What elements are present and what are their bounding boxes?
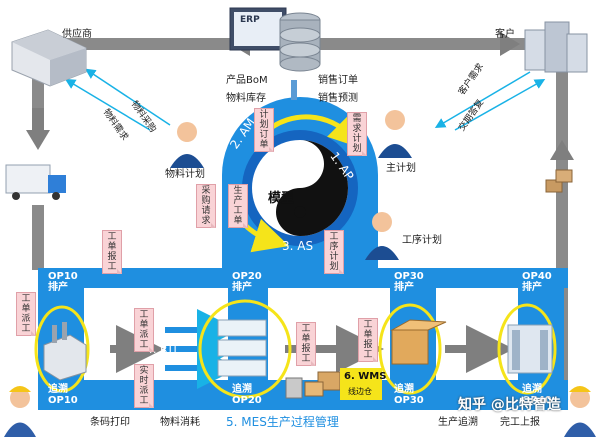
plan-order-note: 计划订单 [254,108,274,152]
delivery-reply-arrow [454,79,546,131]
wms-label: 6. WMS [344,371,387,382]
model-label: 模型 [268,191,295,206]
op10-schedule-label: OP10 排产 [48,271,78,293]
op20-report-note: 工单报工 [296,322,316,366]
process-plan-note: 工序计划 [324,230,344,274]
customer-buildings-icon [524,21,588,73]
barcode-print-label: 条码打印 [90,417,130,428]
op20-ring [198,299,292,399]
op10-factory-icon [43,322,87,381]
work-instruction-note: 工单派工 [134,308,154,352]
op30-ring [378,303,442,395]
wms-box [340,368,382,400]
op20-machines-icon [217,319,267,377]
production-order-note: 生产工单 [228,184,248,228]
purchase-request-note: 采购请求 [196,184,216,228]
rti-label: 4. RTI [146,343,177,356]
supplier-arrow-head [26,130,50,150]
process-plan-label: 工序计划 [402,235,442,246]
op30-boxes-icon [390,319,447,365]
shipment-boxes-icon [545,169,573,193]
product-bom-label: 产品BoM [226,75,268,86]
op40-ring [497,303,557,395]
yin-yang [252,140,348,236]
erp-label: ERP [240,15,260,25]
customer-demand-arrow [434,71,531,129]
op40-warehouse-icon [507,324,553,374]
customer-up-arrow-head [550,140,574,160]
op10-ring [34,305,90,393]
process-planner-icon [365,212,399,260]
op20-schedule-label: OP20 排产 [232,271,262,293]
sales-order-label: 销售订单 [318,75,358,86]
erp-right-arrow-head [500,32,520,56]
production-trace-label: 生产追溯 [438,417,478,428]
master-planner-icon [378,110,412,158]
op30-report-note: 工单报工 [358,318,378,362]
algorithm-label: 算法 [294,163,321,178]
demand-plan-note: 需求计划 [347,112,367,156]
op30-schedule-label: OP30 排产 [394,271,424,293]
wms-sublabel: 线边仓 [348,387,372,396]
completion-report-label: 完工上报 [500,417,540,428]
as-label: 3. AS [282,239,314,253]
mes-band [38,380,568,410]
mes-label: 5. MES生产过程管理 [226,415,339,429]
material-purchase-arrow [84,68,171,126]
work-report-note: 工单报工 [102,230,122,274]
realtime-dispatch-note: 实时派工 [134,364,154,408]
material-plan-label: 物料计划 [165,169,205,180]
op40-trace-label: 追溯 OP40 [522,384,552,406]
sales-forecast-label: 销售预测 [318,93,358,104]
material-planner-icon [170,122,204,168]
truck-icon [5,164,66,200]
op30-trace-label: 追溯 OP30 [394,384,424,406]
op10-dispatch-note: 工单派工 [16,292,36,336]
supplier-building-icon [11,29,87,87]
customer-label: 客户 [495,29,515,40]
supplier-label: 供应商 [62,29,92,40]
wms-boxes-icon [285,371,341,399]
master-plan-label: 主计划 [386,163,416,174]
worker-left-icon [4,386,36,437]
watermark: 知乎 @比特智造 [458,397,561,413]
material-demand-arrow [64,78,151,131]
worker-right-icon [564,386,596,437]
erp-server-icon [229,7,321,72]
bottom-strip [38,410,568,437]
material-consume-label: 物料消耗 [160,417,200,428]
op20-trace-label: 追溯 OP20 [232,384,262,406]
op10-trace-label: 追溯 OP10 [48,384,78,406]
op40-schedule-label: OP40 排产 [522,271,552,293]
material-stock-label: 物料库存 [226,93,266,104]
ap-yellow-arrow [266,112,365,150]
